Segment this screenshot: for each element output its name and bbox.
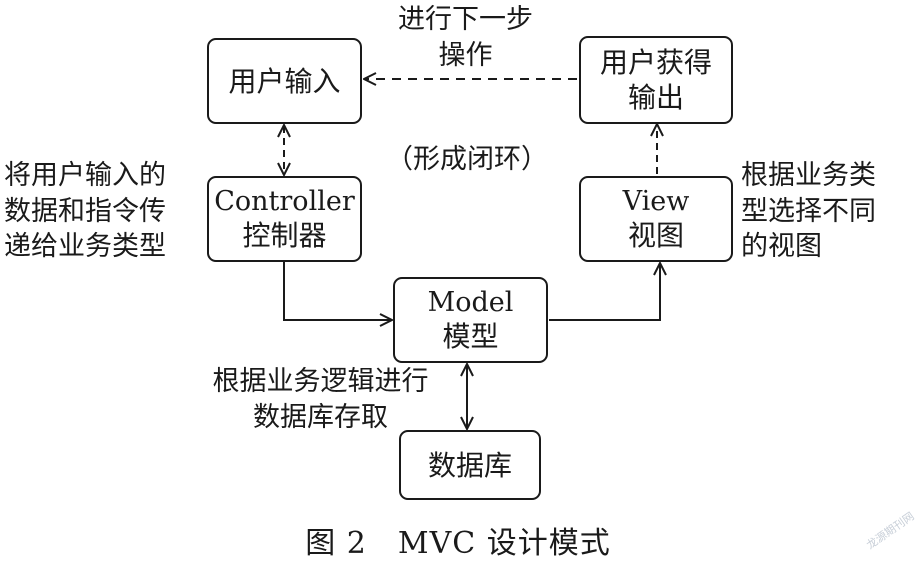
controller-label-cn: 控制器: [242, 219, 327, 253]
model-box: Model 模型: [393, 277, 548, 363]
controller-label-en: Controller: [214, 185, 355, 217]
next-step-line2: 操作: [438, 39, 493, 71]
closed-loop-text: （形成闭环）: [386, 144, 548, 175]
user-output-label-line1: 用户获得: [599, 46, 712, 79]
user-output-box: 用户获得 输出: [579, 36, 733, 124]
model-label-cn: 模型: [442, 320, 499, 354]
closed-loop-note: （形成闭环）: [386, 142, 548, 178]
next-step-note: 进行下一步 操作: [398, 2, 533, 73]
view-note: 根据业务类 型选择不同 的视图: [741, 158, 876, 265]
next-step-line1: 进行下一步: [398, 4, 533, 35]
database-box: 数据库: [399, 430, 541, 500]
view-note-line2: 型选择不同: [741, 195, 876, 227]
controller-model-arrow: [283, 262, 391, 320]
database-note-line2: 数据库存取: [253, 401, 388, 433]
controller-box: Controller 控制器: [207, 176, 362, 262]
user-input-box: 用户输入: [207, 38, 362, 124]
view-label-cn: 视图: [627, 219, 684, 253]
controller-note-line1: 将用户输入的: [4, 160, 166, 191]
database-label: 数据库: [427, 448, 512, 482]
model-view-arrow: [549, 264, 660, 321]
controller-note-line3: 递给业务类型: [4, 231, 166, 263]
figure-caption: 图 2 MVC 设计模式: [305, 526, 611, 561]
database-note-line1: 根据业务逻辑进行: [212, 366, 429, 397]
model-label-en: Model: [427, 286, 514, 318]
view-note-line1: 根据业务类: [741, 160, 876, 191]
user-input-label: 用户输入: [228, 64, 341, 98]
view-box: View 视图: [579, 176, 733, 262]
controller-note: 将用户输入的 数据和指令传 递给业务类型: [4, 158, 166, 265]
view-note-line3: 的视图: [741, 231, 822, 263]
view-label-en: View: [622, 185, 690, 217]
database-note: 根据业务逻辑进行 数据库存取: [198, 364, 443, 435]
user-output-label-line2: 输出: [627, 81, 684, 114]
controller-note-line2: 数据和指令传: [4, 195, 166, 227]
